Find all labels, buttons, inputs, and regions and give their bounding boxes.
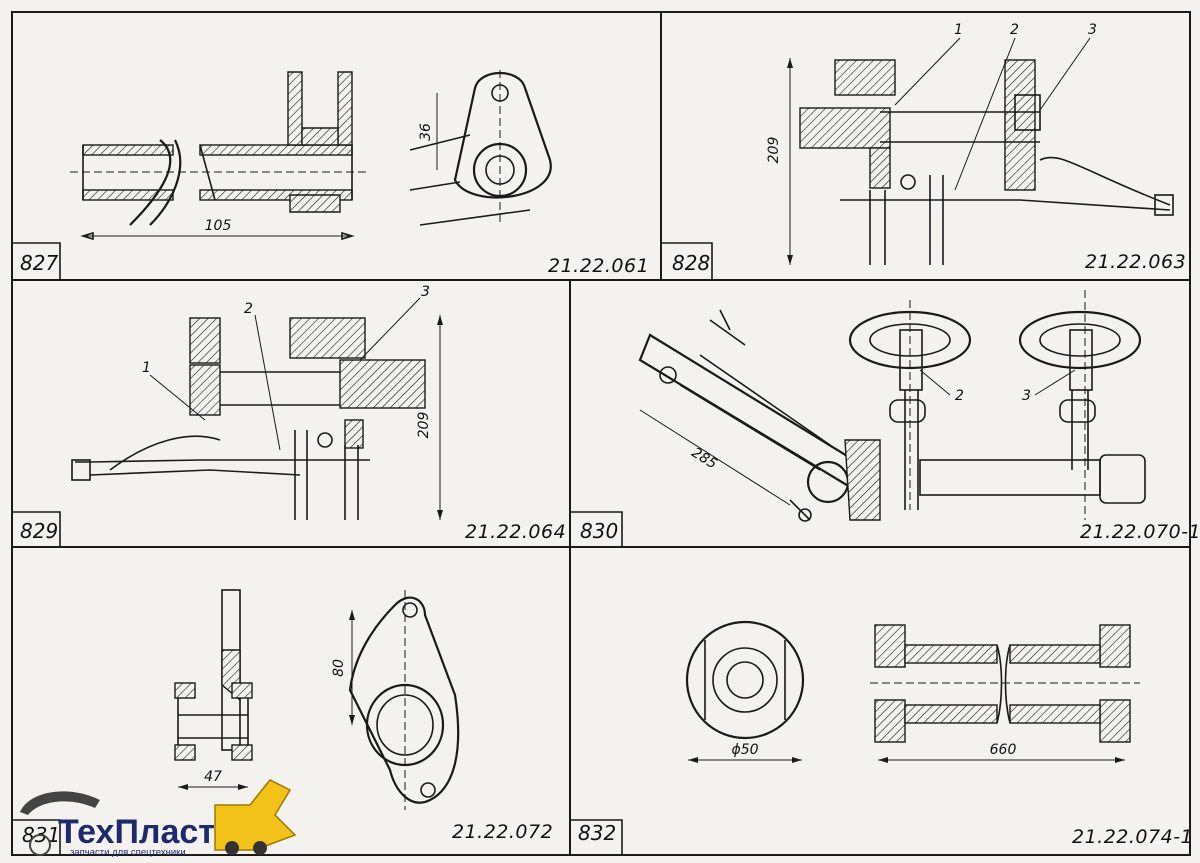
dimension-660: 660	[990, 742, 1017, 758]
part-code-831: 21.22.072	[452, 821, 553, 843]
dimension-209: 209	[766, 137, 782, 164]
cell-number-828: 828	[672, 251, 710, 275]
dimension-80: 80	[331, 659, 347, 677]
callout-3: 3	[421, 284, 430, 300]
drawing-830: 285 2 3 830 21.22.070-1	[580, 290, 1200, 543]
tehplast-logo: 831 ТехПласт запчасти для спецтехники	[20, 779, 297, 858]
cell-number-830: 830	[580, 519, 618, 543]
part-code-828: 21.22.063	[1085, 251, 1186, 273]
grid-frame	[11, 11, 1191, 856]
dimension-phi50: ϕ50	[731, 742, 758, 758]
dimension-209: 209	[416, 412, 432, 439]
part-code-830: 21.22.070-1	[1080, 521, 1200, 543]
dimension-47: 47	[204, 769, 222, 785]
drawing-832: ϕ50 660 832 21.22.074-1	[578, 620, 1193, 848]
cell-number-829: 829	[20, 519, 58, 543]
callout-1: 1	[954, 22, 963, 38]
dimension-285: 285	[689, 445, 720, 473]
cell-number-832: 832	[578, 821, 616, 845]
drawing-829: 209 1 2 3 829 21.22.064	[20, 284, 566, 543]
part-code-829: 21.22.064	[465, 521, 566, 543]
cell-number-827: 827	[20, 251, 58, 275]
drawing-828: 209 1 2 3 828 21.22.063	[672, 22, 1186, 275]
callout-3: 3	[1022, 388, 1031, 404]
dimension-36: 36	[418, 123, 434, 141]
drawing-831: 47 80 21.22.072	[174, 589, 553, 843]
callout-2: 2	[955, 388, 964, 404]
callout-2: 2	[244, 301, 253, 317]
part-code-832: 21.22.074-1	[1072, 826, 1193, 848]
callout-1: 1	[142, 360, 151, 376]
part-code-827: 21.22.061	[548, 255, 649, 277]
dimension-105: 105	[205, 218, 232, 234]
logo-tagline: запчасти для спецтехники	[70, 847, 186, 858]
callout-2: 2	[1010, 22, 1019, 38]
drawing-827: 105 36 827 21.22.061	[20, 70, 649, 277]
logo-name: ТехПласт	[58, 813, 215, 851]
callout-3: 3	[1088, 22, 1097, 38]
